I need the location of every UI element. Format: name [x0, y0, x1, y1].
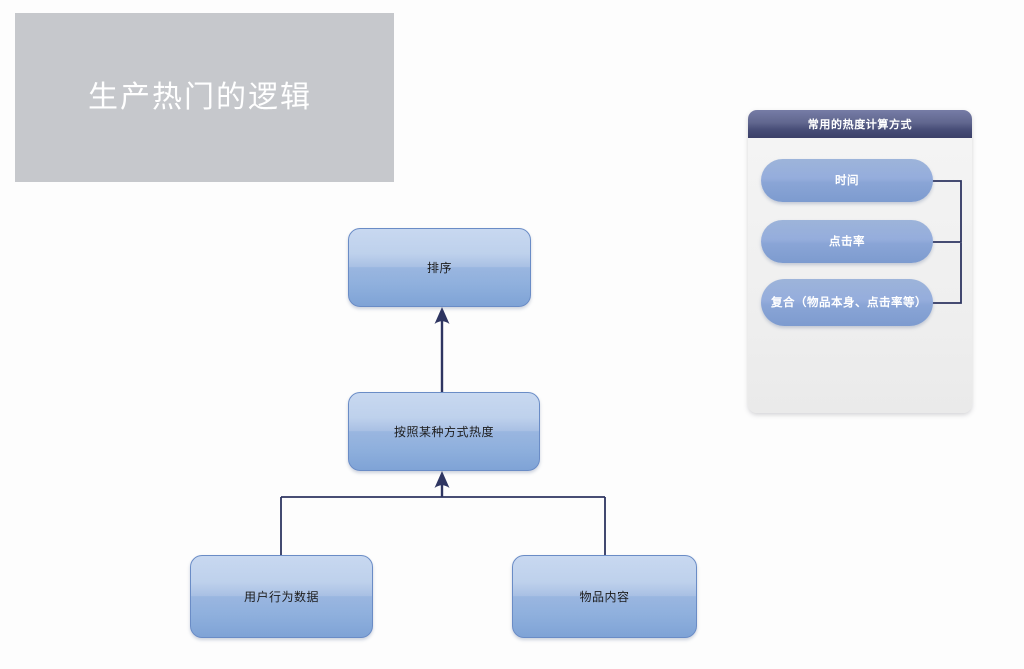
panel-header: 常用的热度计算方式 — [748, 110, 972, 138]
flow-node-behavior[interactable]: 用户行为数据 — [190, 555, 373, 638]
panel-item-ctr[interactable]: 点击率 — [761, 220, 933, 263]
arrowhead-heat — [434, 471, 450, 488]
arrowhead-sort — [434, 307, 450, 324]
flow-node-sort[interactable]: 排序 — [348, 228, 531, 307]
title-banner: 生产热门的逻辑 — [15, 13, 394, 182]
panel-item-composite[interactable]: 复合（物品本身、点击率等） — [761, 279, 933, 326]
page-title: 生产热门的逻辑 — [88, 79, 312, 115]
flow-node-item[interactable]: 物品内容 — [512, 555, 697, 638]
flow-node-heat[interactable]: 按照某种方式热度 — [348, 392, 540, 471]
panel-item-time[interactable]: 时间 — [761, 159, 933, 202]
